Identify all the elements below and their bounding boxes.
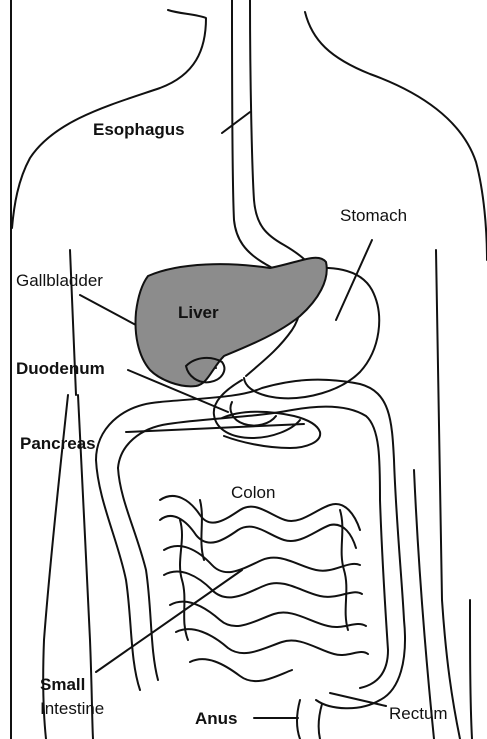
small-intestine-coil-6: [176, 629, 368, 655]
gallbladder-label: Gallbladder: [16, 272, 103, 289]
small-intestine-coil-4: [164, 572, 362, 598]
small-intestine-coil-8: [180, 520, 188, 640]
body-outline-left: [12, 10, 206, 228]
small-intestine-coil-2: [160, 516, 356, 548]
rectum-outline: [297, 700, 300, 739]
small-intestine-coil-7: [190, 659, 292, 681]
esophagus-pointer: [222, 112, 250, 133]
colon-outline-inner: [118, 407, 388, 688]
small-intestine-coil-9: [200, 500, 204, 560]
esophagus-tube-left: [232, 0, 286, 278]
colon-label: Colon: [231, 484, 275, 501]
small-intestine-label-line1: Small: [40, 676, 85, 693]
pancreas-label: Pancreas: [20, 435, 96, 452]
right-arm-inner: [414, 470, 434, 739]
small-intestine-label-line2: Intestine: [40, 700, 104, 717]
colon-outline-outer: [96, 380, 405, 709]
esophagus-tube-right: [250, 0, 310, 265]
stomach-label: Stomach: [340, 207, 407, 224]
stomach-pointer: [336, 240, 372, 320]
rectum-label: Rectum: [389, 705, 448, 722]
rectum-pointer: [330, 693, 386, 706]
small-intestine-coil-3: [164, 546, 360, 572]
duodenum-label: Duodenum: [16, 360, 105, 377]
anus-label: Anus: [195, 710, 238, 727]
right-hip: [470, 600, 472, 739]
liver-shape: [136, 258, 327, 387]
small-intestine-coil-5: [170, 602, 366, 627]
right-arm-outer: [436, 250, 460, 739]
duodenum-loop: [214, 380, 300, 438]
esophagus-label: Esophagus: [93, 121, 185, 138]
rectum-outline-right: [319, 704, 322, 739]
liver-label: Liver: [178, 304, 219, 321]
